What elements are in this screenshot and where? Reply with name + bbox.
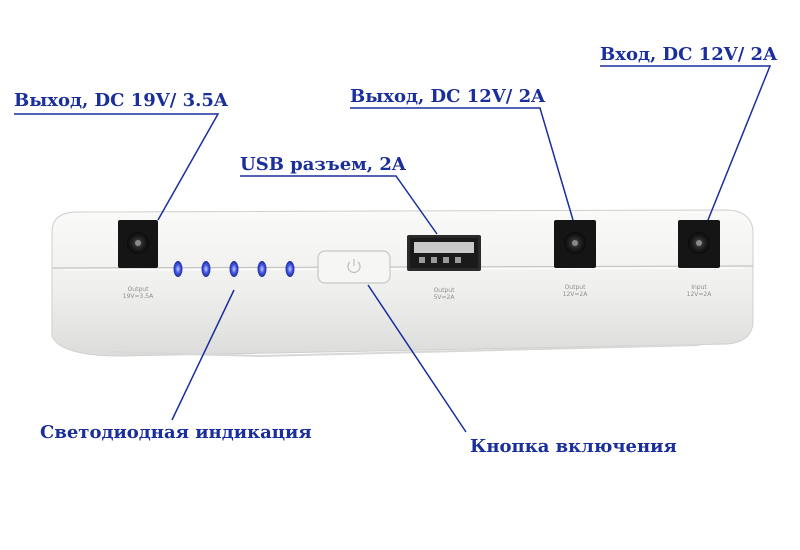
power-button[interactable] [317,250,391,284]
callout-line-power-button [367,284,467,433]
callout-line-input-12v [600,65,772,221]
dc-12v-output-jack [554,220,596,268]
led-2 [201,261,211,277]
power-icon [347,259,361,273]
callout-line-output-19v [14,113,220,221]
port-label-in12-line2: 12V=2A [687,291,713,298]
port-label-in12-line1: Input [691,284,707,291]
dc-12v-input-jack [678,220,720,268]
led-3 [229,261,239,277]
label-led-indication: Светодиодная индикация [40,422,312,443]
callout-line-output-12v [350,107,574,221]
callout-line-led [171,289,235,421]
label-power-button: Кнопка включения [470,436,677,457]
label-output-19v: Выход, DC 19V/ 3.5A [14,90,228,111]
port-label-out12-line2: 12V=2A [563,291,589,298]
led-1 [173,261,183,277]
label-output-12v: Выход, DC 12V/ 2A [350,86,546,107]
label-input-12v: Вход, DC 12V/ 2A [600,44,778,65]
port-label-usb-line2: 5V=2A [434,294,456,301]
led-5 [285,261,295,277]
led-indicators [173,261,295,277]
label-usb: USB разъем, 2A [240,154,406,175]
port-label-usb-line1: Output [434,287,455,294]
port-label-out12-line1: Output [565,284,586,291]
port-label-out19-line2: 19V=3.5A [123,293,154,300]
usb-port [407,235,481,271]
dc-19v-output-jack [118,220,158,268]
led-4 [257,261,267,277]
port-label-out19-line1: Output [128,286,149,293]
callout-line-usb [240,175,438,235]
